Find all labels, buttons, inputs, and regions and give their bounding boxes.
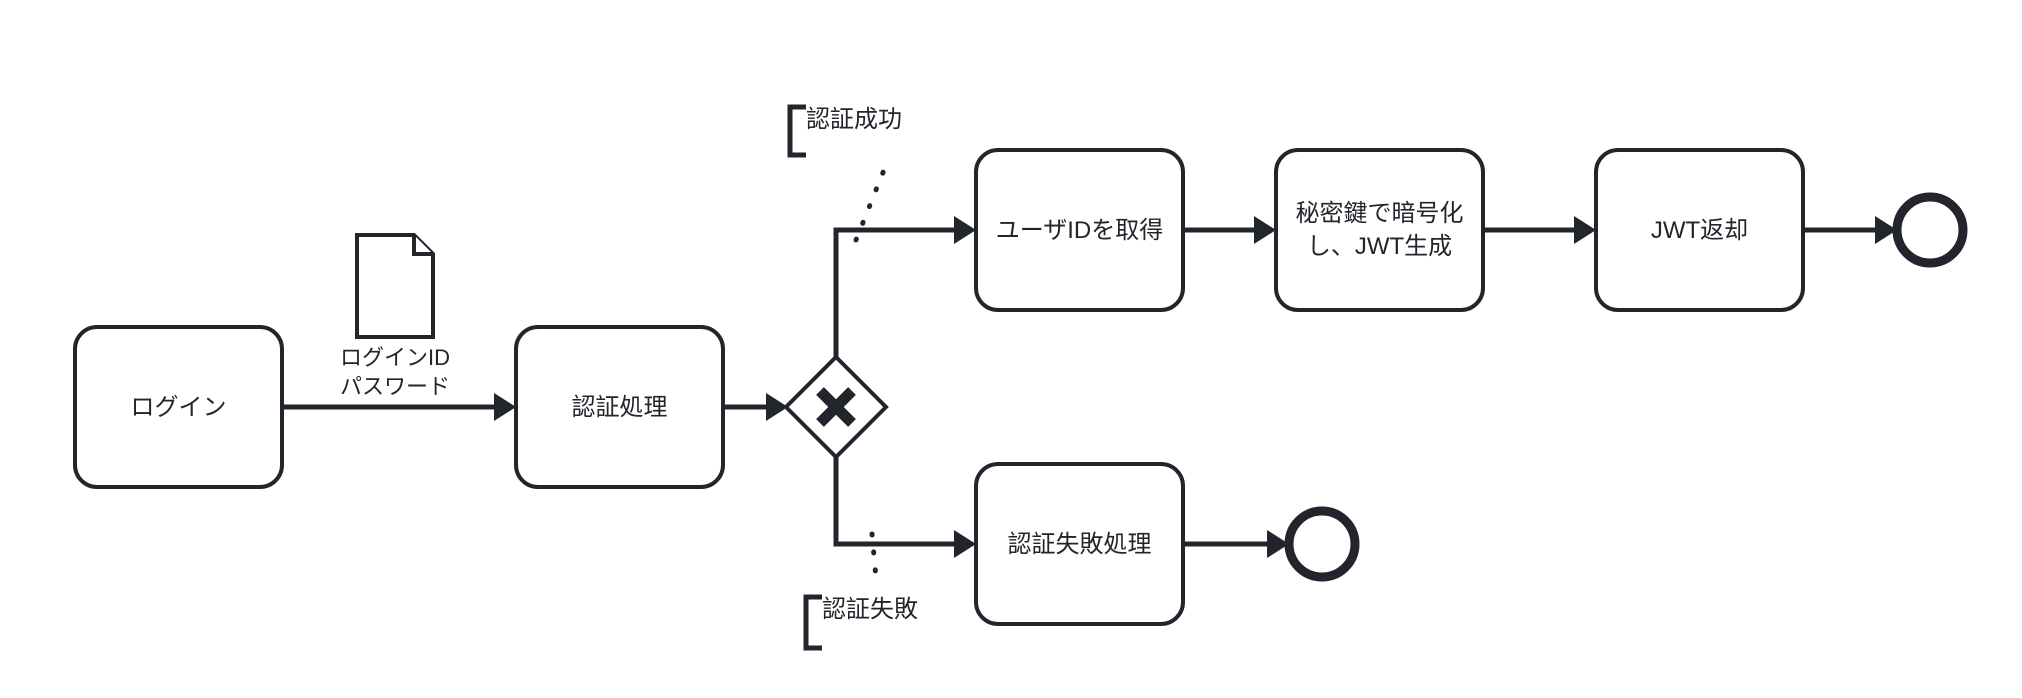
flow-gateway-to-auth-fail — [833, 457, 954, 547]
document-icon — [355, 233, 435, 339]
association-success-label — [853, 157, 891, 243]
bracket-failure-label — [803, 594, 822, 651]
arrow-head-gateway-to-auth-fail — [954, 530, 976, 558]
end-event-failure[interactable] — [1284, 506, 1360, 582]
arrow-head-gateway-to-get-user-id — [954, 216, 976, 244]
document-icon-fold — [412, 235, 433, 256]
association-failure-label — [869, 531, 879, 581]
task-label-auth-fail-process: 認証失敗処理 — [1007, 530, 1152, 558]
arrow-head-get-user-id-to-encrypt — [1254, 216, 1276, 244]
task-label-login: ログイン — [130, 393, 227, 421]
edge-label-failure: 認証失敗 — [822, 596, 918, 623]
data-object-label-credentials: ログインID パスワード — [339, 345, 450, 399]
bracket-success-label — [787, 104, 806, 158]
arrow-head-login-to-auth — [494, 393, 516, 421]
arrow-head-auth-to-gateway — [766, 393, 788, 421]
edge-label-success: 認証成功 — [806, 106, 902, 133]
task-label-encrypt-jwt: 秘密鍵で暗号化 し、JWT生成 — [1295, 200, 1464, 260]
end-event-success[interactable] — [1892, 192, 1968, 268]
task-label-return-jwt: JWT返却 — [1650, 216, 1749, 244]
gateway-x-icon-2 — [816, 387, 856, 427]
arrow-head-auth-fail-to-end — [1267, 530, 1289, 558]
task-label-auth-process: 認証処理 — [571, 393, 668, 421]
arrow-head-return-jwt-to-end — [1875, 216, 1897, 244]
task-label-get-user-id: ユーザIDを取得 — [995, 216, 1164, 244]
flow-gateway-to-get-user-id — [833, 227, 954, 357]
arrow-head-encrypt-to-return-jwt — [1574, 216, 1596, 244]
